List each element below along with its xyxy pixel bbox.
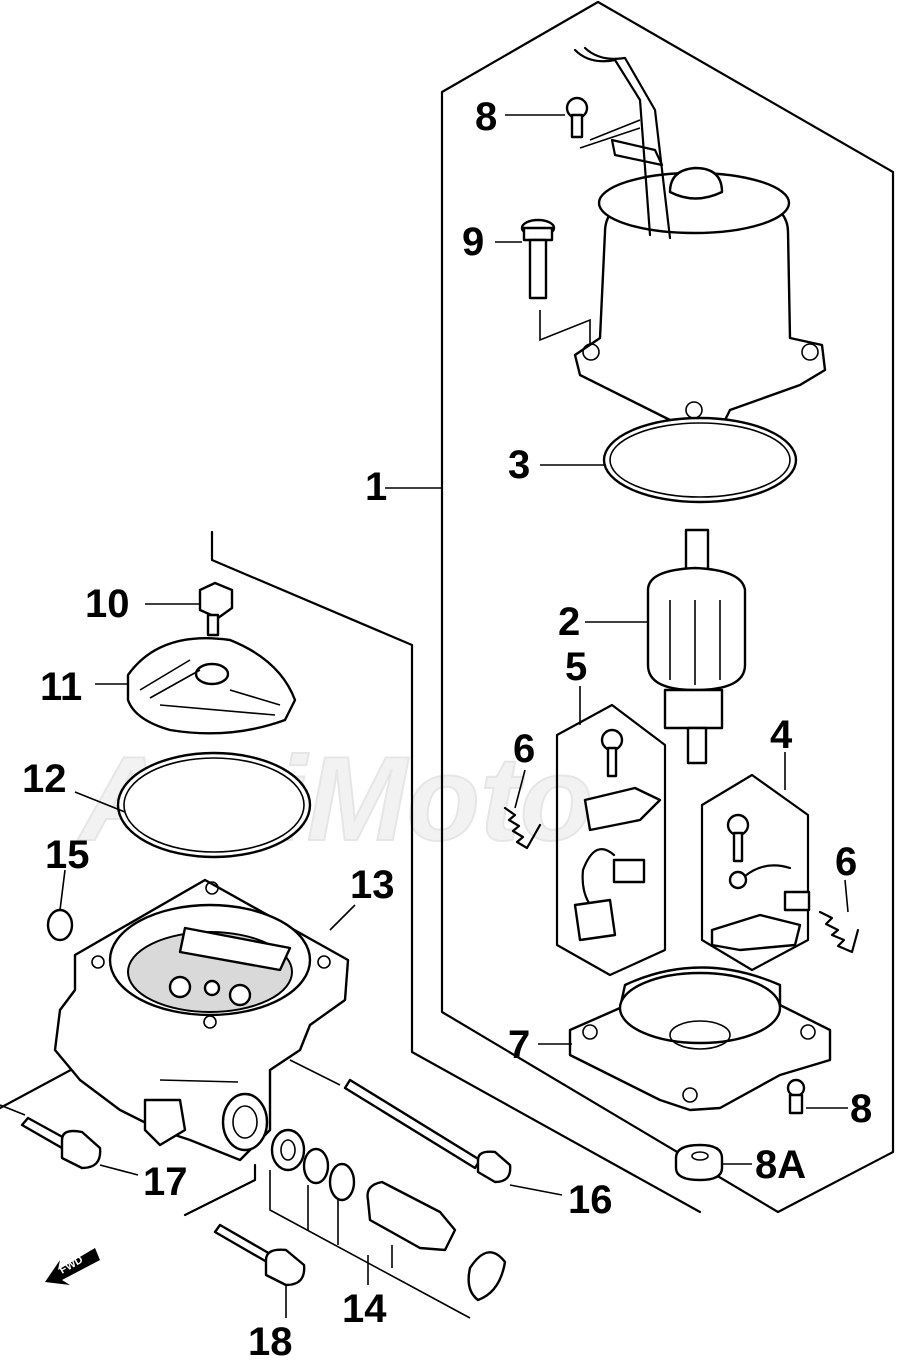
screw-8-top xyxy=(565,96,641,149)
callout-5: 5 xyxy=(565,645,587,689)
callout-13: 13 xyxy=(350,863,395,907)
callout-10: 10 xyxy=(85,582,130,626)
callout-3: 3 xyxy=(508,443,530,487)
bolt-18 xyxy=(213,1223,306,1287)
bolt-16 xyxy=(289,1059,512,1184)
screw-9 xyxy=(520,218,591,345)
callout-17: 17 xyxy=(143,1160,188,1204)
callout-15: 15 xyxy=(45,833,90,877)
callout-4: 4 xyxy=(770,713,793,757)
leader-lines xyxy=(59,114,849,1318)
cover-11 xyxy=(126,636,297,735)
group-4-outline xyxy=(700,773,810,972)
callout-8-bottom: 8 xyxy=(850,1087,872,1131)
callout-12: 12 xyxy=(22,757,67,801)
callout-9: 9 xyxy=(462,220,484,264)
spring-6-right xyxy=(818,910,860,954)
callout-8A: 8A xyxy=(755,1143,806,1187)
pin-10 xyxy=(198,581,234,637)
o-ring-15 xyxy=(46,908,74,942)
group-5-outline xyxy=(555,703,667,977)
end-bracket-7 xyxy=(568,966,832,1112)
o-ring-12 xyxy=(116,751,312,859)
callout-11: 11 xyxy=(40,665,82,709)
brush-holder-5 xyxy=(573,728,662,942)
pump-body-13 xyxy=(53,878,350,1162)
assembly-13-outline xyxy=(210,530,702,1214)
callout-2: 2 xyxy=(558,600,580,644)
motor-housing xyxy=(573,46,827,440)
callout-8-top: 8 xyxy=(475,95,497,139)
assembly-13-outline-lower xyxy=(0,1063,82,1110)
screw-8-bottom xyxy=(786,1078,806,1115)
spring-6-left xyxy=(503,806,542,850)
callout-6-left: 6 xyxy=(513,727,535,771)
o-ring-3 xyxy=(602,416,798,504)
valve-assembly-14 xyxy=(269,1128,507,1319)
callout-14: 14 xyxy=(342,1287,387,1331)
armature-2 xyxy=(646,528,747,765)
brush-holder-4 xyxy=(710,813,811,952)
spacer-8A xyxy=(674,1143,724,1182)
forward-arrow-icon: FWD xyxy=(45,1248,100,1285)
callout-16: 16 xyxy=(568,1178,613,1222)
assembly-1-outline xyxy=(440,0,895,1214)
callout-18: 18 xyxy=(248,1320,293,1364)
callout-7: 7 xyxy=(508,1023,530,1067)
bolt-17 xyxy=(0,1104,102,1170)
callout-1: 1 xyxy=(365,465,387,509)
callout-6-right: 6 xyxy=(835,840,857,884)
